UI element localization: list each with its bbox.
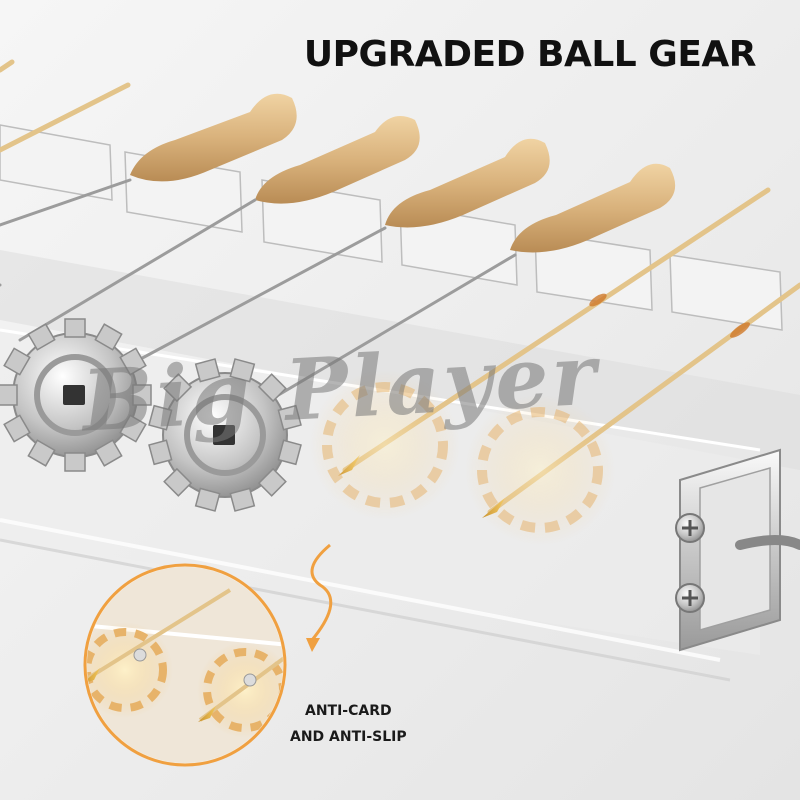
callout-caption: ANTI-CARD AND ANTI-SLIP — [290, 698, 407, 750]
zoom-callout — [83, 563, 287, 767]
ghost-gears — [310, 370, 615, 545]
skewer-icon — [0, 178, 517, 402]
gear-icon — [0, 318, 302, 512]
callout-line-2: AND ANTI-SLIP — [290, 729, 407, 745]
end-bracket — [679, 448, 800, 652]
screw-icon — [675, 513, 705, 613]
curved-arrow-icon — [310, 543, 333, 641]
headline: UPGRADED BALL GEAR — [303, 34, 757, 75]
callout-line-1: ANTI-CARD — [305, 703, 392, 719]
wooden-handle-icon — [130, 93, 676, 253]
